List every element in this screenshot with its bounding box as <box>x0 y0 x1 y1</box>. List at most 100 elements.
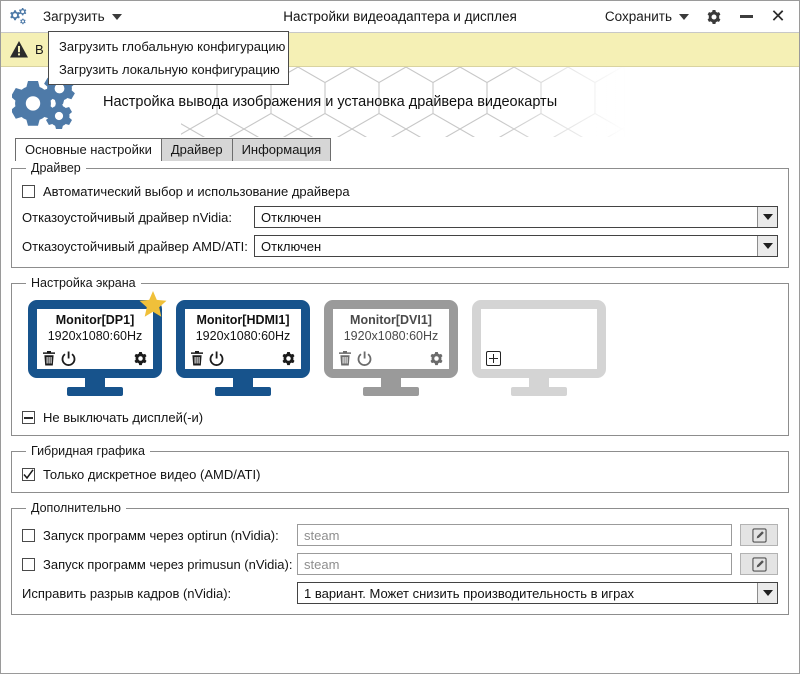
discrete-only-checkbox[interactable] <box>22 468 35 481</box>
optirun-row: Запуск программ через optirun (nVidia): … <box>22 524 778 546</box>
tearfix-select[interactable]: 1 вариант. Может снизить производительно… <box>297 582 778 604</box>
driver-group-legend: Драйвер <box>31 161 81 175</box>
monitor-screen: Monitor[DVI1] 1920x1080:60Hz <box>324 300 458 378</box>
auto-driver-checkbox[interactable] <box>22 185 35 198</box>
close-icon: ✕ <box>770 5 786 27</box>
monitor-stand-base <box>511 387 567 396</box>
screen-settings-group: Настройка экрана Monitor[DP1] 1920x1080:… <box>11 276 789 436</box>
optirun-input[interactable]: steam <box>297 524 732 546</box>
keep-display-on-checkbox[interactable] <box>22 411 35 424</box>
monitor-stand-base <box>67 387 123 396</box>
monitor-resolution: 1920x1080:60Hz <box>47 329 143 343</box>
tearfix-row: Исправить разрыв кадров (nVidia): 1 вари… <box>22 582 778 604</box>
gear-icon[interactable] <box>429 351 444 366</box>
tab-content-main-settings: Драйвер Автоматический выбор и использов… <box>1 161 799 615</box>
trash-icon[interactable] <box>42 351 56 366</box>
warning-triangle-icon <box>10 41 28 58</box>
keep-display-on-row: Не выключать дисплей(-и) <box>22 410 778 425</box>
trash-icon[interactable] <box>190 351 204 366</box>
save-menu-button[interactable]: Сохранить <box>597 4 697 30</box>
hybrid-graphics-group: Гибридная графика Только дискретное виде… <box>11 444 789 493</box>
monitor-card[interactable]: Monitor[DP1] 1920x1080:60Hz <box>28 291 167 396</box>
additional-group: Дополнительно Запуск программ через opti… <box>11 501 789 615</box>
load-dropdown-menu[interactable]: Загрузить глобальную конфигурацию Загруз… <box>48 31 289 85</box>
settings-gear-button[interactable] <box>699 2 729 32</box>
chevron-down-icon <box>757 583 777 603</box>
trash-icon[interactable] <box>338 351 352 366</box>
optirun-checkbox[interactable] <box>22 528 35 542</box>
minimize-button[interactable] <box>731 2 761 32</box>
primusun-label: Запуск программ через primusun (nVidia): <box>43 556 293 572</box>
discrete-only-row: Только дискретное видео (AMD/ATI) <box>22 467 778 482</box>
monitor-card[interactable]: Monitor[HDMI1] 1920x1080:60Hz <box>176 300 310 396</box>
monitor-name: Monitor[DP1] <box>55 313 135 327</box>
monitor-stand-neck <box>529 378 549 387</box>
keep-display-on-label: Не выключать дисплей(-и) <box>43 410 204 425</box>
save-menu-label: Сохранить <box>604 9 672 24</box>
auto-driver-label: Автоматический выбор и использование дра… <box>43 184 350 199</box>
monitor-resolution: 1920x1080:60Hz <box>195 329 291 343</box>
monitor-actions <box>338 351 444 366</box>
optirun-label: Запуск программ через optirun (nVidia): <box>43 527 279 543</box>
monitor-stand-neck <box>381 378 401 387</box>
plus-icon[interactable] <box>486 351 501 366</box>
gear-icon[interactable] <box>281 351 296 366</box>
chevron-down-icon <box>757 236 777 256</box>
monitor-actions <box>190 351 296 366</box>
gear-icon[interactable] <box>133 351 148 366</box>
pencil-edit-icon <box>751 556 767 572</box>
pencil-edit-icon <box>751 527 767 543</box>
additional-group-legend: Дополнительно <box>31 501 121 515</box>
tab-information[interactable]: Информация <box>231 138 332 161</box>
chevron-down-icon <box>757 207 777 227</box>
monitor-stand-base <box>363 387 419 396</box>
optirun-placeholder: steam <box>304 527 340 543</box>
driver-group: Драйвер Автоматический выбор и использов… <box>11 161 789 268</box>
close-button[interactable]: ✕ <box>763 2 793 32</box>
monitor-stand-base <box>215 387 271 396</box>
monitor-card[interactable]: Monitor[DVI1] 1920x1080:60Hz <box>324 300 458 396</box>
tab-driver[interactable]: Драйвер <box>160 138 233 161</box>
auto-driver-row: Автоматический выбор и использование дра… <box>22 184 778 199</box>
amd-fallback-row: Отказоустойчивый драйвер AMD/ATI: Отключ… <box>22 235 778 257</box>
title-bar: Загрузить Настройки видеоадаптера и дисп… <box>1 1 799 33</box>
power-icon[interactable] <box>357 351 372 366</box>
discrete-only-label: Только дискретное видео (AMD/ATI) <box>43 467 261 482</box>
tearfix-label: Исправить разрыв кадров (nVidia): <box>22 585 232 601</box>
power-icon[interactable] <box>61 351 76 366</box>
monitor-actions <box>486 351 592 366</box>
amd-fallback-select[interactable]: Отключен <box>254 235 778 257</box>
power-icon[interactable] <box>209 351 224 366</box>
load-menu-label: Загрузить <box>43 9 105 24</box>
menu-item-load-global[interactable]: Загрузить глобальную конфигурацию <box>59 39 286 54</box>
primusun-input[interactable]: steam <box>297 553 732 575</box>
monitor-card-add[interactable] <box>472 300 606 396</box>
monitor-list: Monitor[DP1] 1920x1080:60Hz <box>22 291 778 398</box>
window-controls: Сохранить ✕ <box>597 1 799 33</box>
monitor-name: Monitor[DVI1] <box>350 313 432 327</box>
menu-item-load-local[interactable]: Загрузить локальную конфигурацию <box>59 62 280 77</box>
checkmark-icon <box>23 469 34 480</box>
monitor-screen: Monitor[DP1] 1920x1080:60Hz <box>28 300 162 378</box>
tearfix-value: 1 вариант. Может снизить производительно… <box>304 585 635 601</box>
primusun-row: Запуск программ через primusun (nVidia):… <box>22 553 778 575</box>
monitor-actions <box>42 351 148 366</box>
primusun-placeholder: steam <box>304 556 340 572</box>
nvidia-fallback-value: Отключен <box>261 209 322 225</box>
monitor-screen: Monitor[HDMI1] 1920x1080:60Hz <box>176 300 310 378</box>
optirun-browse-button[interactable] <box>740 524 778 546</box>
primusun-browse-button[interactable] <box>740 553 778 575</box>
minimize-icon <box>739 15 753 18</box>
amd-fallback-label: Отказоустойчивый драйвер AMD/ATI: <box>22 238 248 254</box>
warning-text: В <box>35 42 44 57</box>
tab-main-settings[interactable]: Основные настройки <box>15 138 162 161</box>
primusun-checkbox[interactable] <box>22 557 35 571</box>
nvidia-fallback-label: Отказоустойчивый драйвер nVidia: <box>22 209 232 225</box>
nvidia-fallback-select[interactable]: Отключен <box>254 206 778 228</box>
app-gears-icon <box>1 1 35 33</box>
load-menu-button[interactable]: Загрузить <box>35 4 130 30</box>
hybrid-group-legend: Гибридная графика <box>31 444 145 458</box>
monitor-screen-empty <box>472 300 606 378</box>
chevron-down-icon <box>111 13 122 20</box>
